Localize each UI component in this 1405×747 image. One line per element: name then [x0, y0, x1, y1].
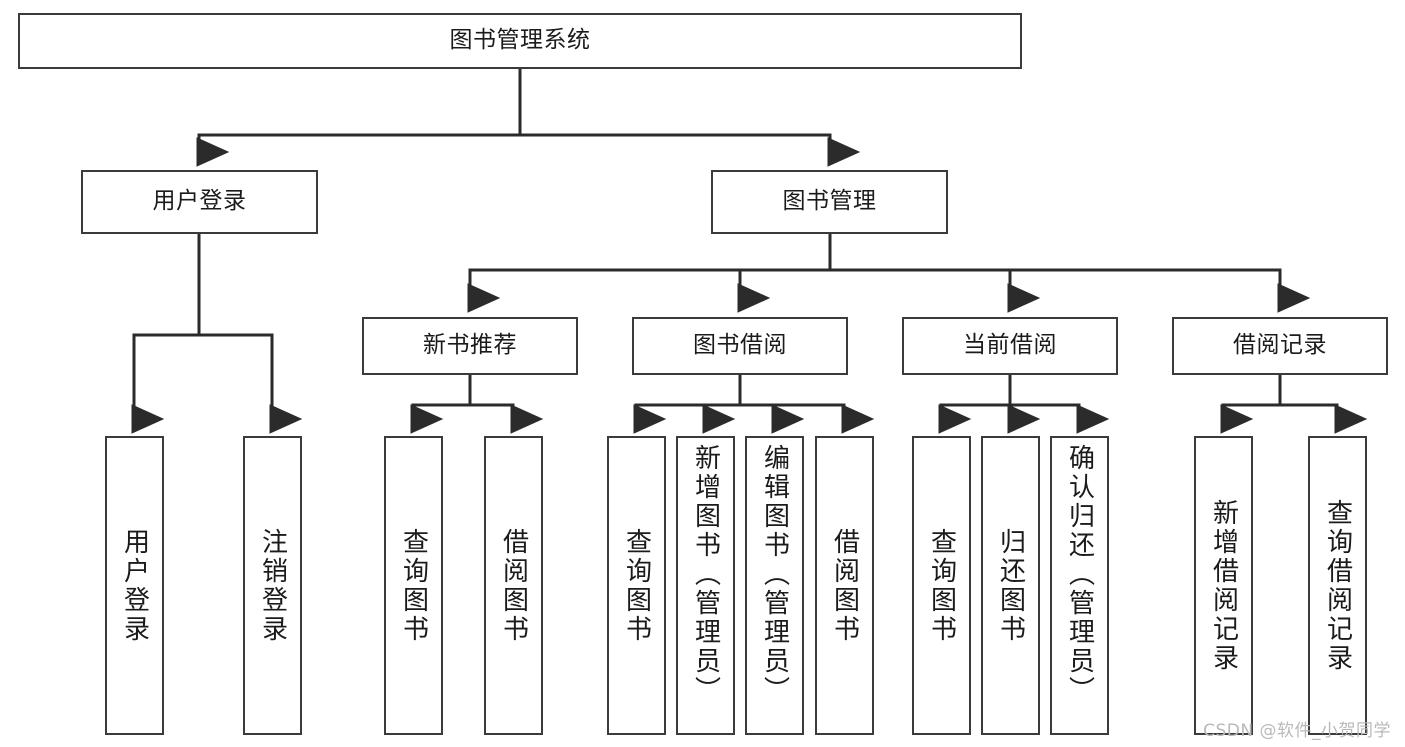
leaf-query-book-1-label: 查询图书: [398, 527, 429, 644]
leaf-query-book-3[interactable]: 查询图书: [912, 436, 971, 735]
leaf-confirm-return[interactable]: 确认归还（管理员）: [1050, 436, 1109, 735]
leaf-borrow-book-2[interactable]: 借阅图书: [815, 436, 874, 735]
leaf-add-record[interactable]: 新增借阅记录: [1194, 436, 1253, 735]
node-book-manage[interactable]: 图书管理: [711, 170, 948, 234]
node-book-borrow[interactable]: 图书借阅: [632, 317, 848, 375]
leaf-borrow-book-1[interactable]: 借阅图书: [484, 436, 543, 735]
leaf-query-book-3-label: 查询图书: [926, 527, 957, 644]
node-current-borrow[interactable]: 当前借阅: [902, 317, 1118, 375]
leaf-add-book-label: 新增图书（管理员）: [690, 444, 721, 705]
leaf-query-record-label: 查询借阅记录: [1322, 498, 1353, 673]
node-borrow-record[interactable]: 借阅记录: [1172, 317, 1388, 375]
leaf-confirm-return-label: 确认归还（管理员）: [1064, 444, 1095, 705]
leaf-query-record[interactable]: 查询借阅记录: [1308, 436, 1367, 735]
node-book-manage-label: 图书管理: [782, 188, 877, 215]
leaf-return-book[interactable]: 归还图书: [981, 436, 1040, 735]
leaf-add-record-label: 新增借阅记录: [1208, 498, 1239, 673]
node-root[interactable]: 图书管理系统: [18, 13, 1022, 69]
leaf-add-book[interactable]: 新增图书（管理员）: [676, 436, 735, 735]
node-borrow-record-label: 借阅记录: [1233, 332, 1327, 359]
node-user-login[interactable]: 用户登录: [81, 170, 318, 234]
leaf-query-book-2-label: 查询图书: [621, 527, 652, 644]
node-book-borrow-label: 图书借阅: [693, 332, 787, 359]
leaf-query-book-2[interactable]: 查询图书: [607, 436, 666, 735]
node-root-label: 图书管理系统: [449, 27, 591, 54]
leaf-borrow-book-1-label: 借阅图书: [498, 527, 529, 644]
node-current-borrow-label: 当前借阅: [963, 332, 1057, 359]
leaf-query-book-1[interactable]: 查询图书: [384, 436, 443, 735]
node-new-book-recommend-label: 新书推荐: [423, 332, 517, 359]
leaf-logout-label: 注销登录: [257, 527, 288, 644]
leaf-logout[interactable]: 注销登录: [243, 436, 302, 735]
leaf-edit-book-label: 编辑图书（管理员）: [759, 444, 790, 705]
node-new-book-recommend[interactable]: 新书推荐: [362, 317, 578, 375]
leaf-return-book-label: 归还图书: [995, 527, 1026, 644]
node-user-login-label: 用户登录: [152, 188, 247, 215]
leaf-borrow-book-2-label: 借阅图书: [829, 527, 860, 644]
leaf-user-login-label: 用户登录: [119, 527, 150, 644]
watermark: CSDN @软件_小贺同学: [1203, 721, 1391, 741]
leaf-user-login[interactable]: 用户登录: [105, 436, 164, 735]
leaf-edit-book[interactable]: 编辑图书（管理员）: [745, 436, 804, 735]
